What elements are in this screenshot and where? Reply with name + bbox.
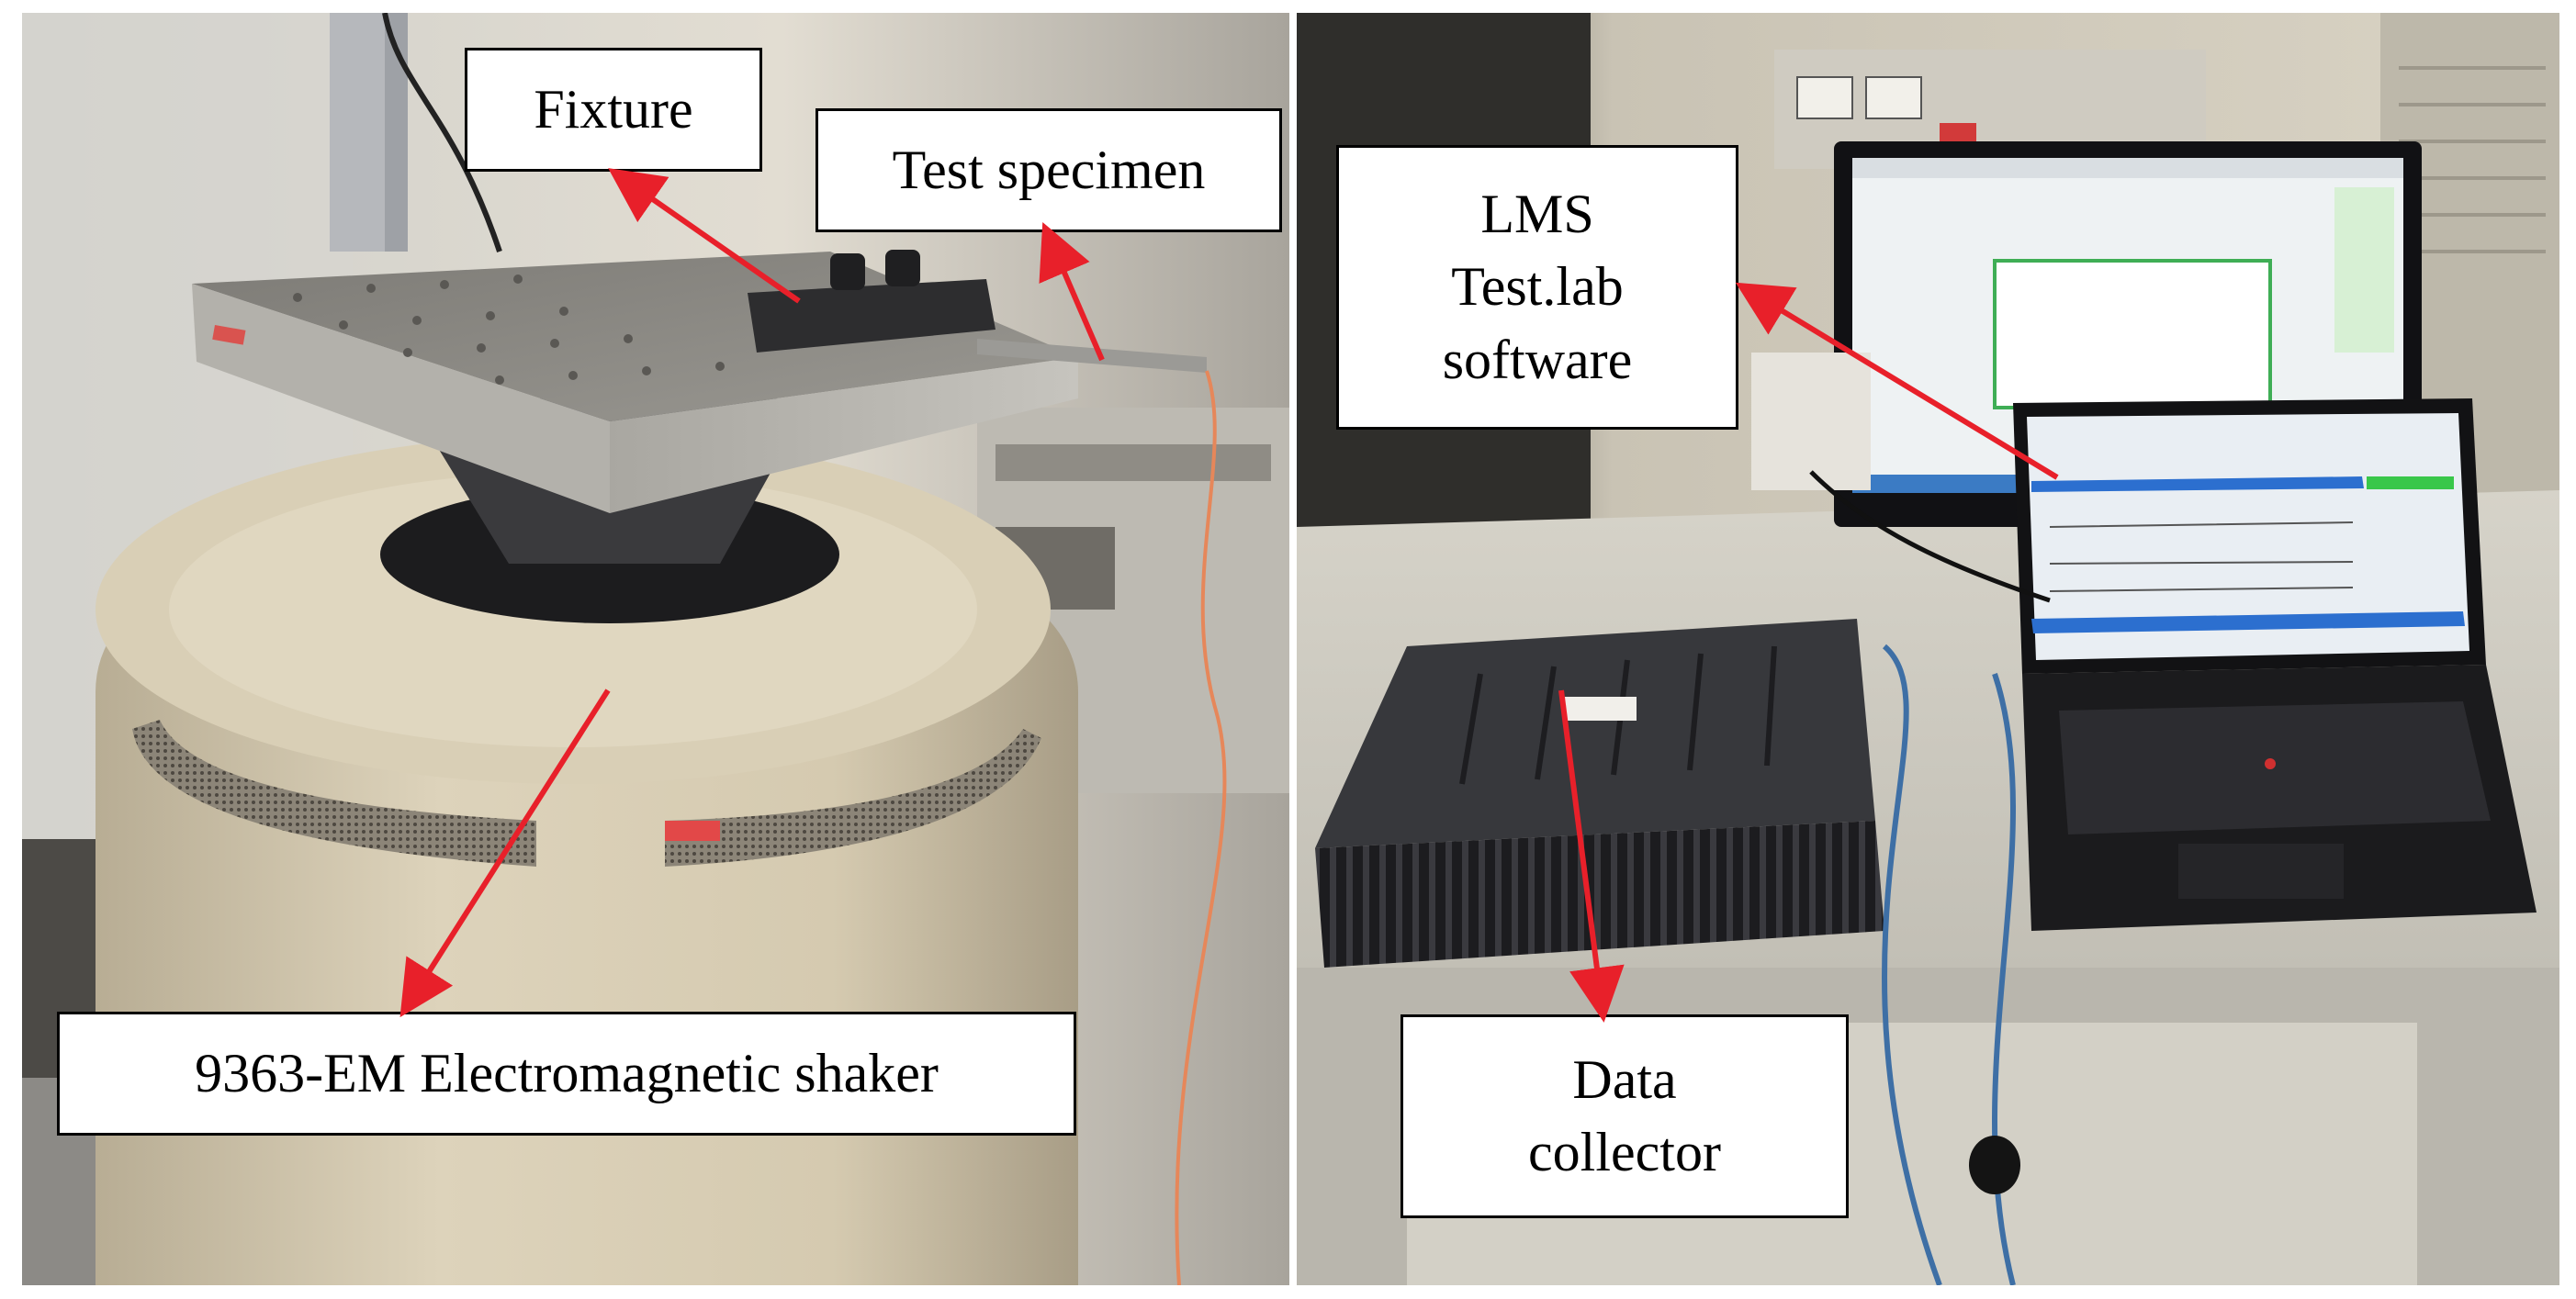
label-data-collector-line1: Data: [1572, 1048, 1677, 1110]
label-software-line2: Test.lab: [1451, 256, 1624, 318]
specimen-clamp: [748, 279, 996, 353]
label-fixture: Fixture: [465, 48, 762, 172]
label-fixture-text: Fixture: [534, 78, 693, 140]
white-box: [1751, 353, 1871, 490]
label-data-collector-line2: collector: [1528, 1122, 1721, 1182]
label-shaker: 9363-EM Electromagnetic shaker: [57, 1012, 1076, 1136]
label-software-line3: software: [1442, 329, 1633, 390]
label-software: LMS Test.lab software: [1336, 145, 1738, 430]
label-software-line1: LMS: [1480, 184, 1594, 245]
sensor-cable: [1175, 370, 1227, 1285]
cable: [382, 13, 502, 252]
metal-rack: [330, 13, 394, 252]
network-cable: [1882, 644, 1942, 1285]
label-test-specimen: Test specimen: [816, 108, 1282, 232]
fixture-plate-front: [192, 284, 610, 513]
label-test-specimen-text: Test specimen: [892, 139, 1206, 200]
label-shaker-text: 9363-EM Electromagnetic shaker: [195, 1042, 939, 1103]
label-data-collector: Data collector: [1400, 1014, 1849, 1218]
